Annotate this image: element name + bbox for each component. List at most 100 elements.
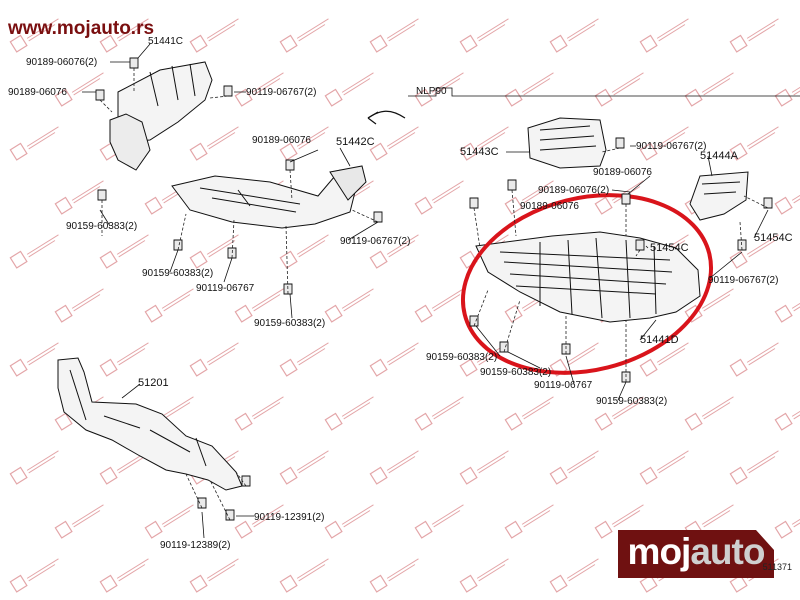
watermark-stamp xyxy=(9,126,59,161)
watermark-stamp xyxy=(774,396,800,431)
watermark-stamp xyxy=(9,234,59,269)
watermark-stamp xyxy=(369,18,419,53)
watermark-stamp xyxy=(234,288,284,323)
watermark-stamp xyxy=(459,450,509,485)
bolt-label: 90159-60383(2) xyxy=(254,318,326,329)
watermark-stamp xyxy=(189,558,239,593)
watermark-stamp xyxy=(729,342,779,377)
watermark-stamp xyxy=(279,18,329,53)
watermark-stamp xyxy=(324,72,374,107)
part-label-51441d: 51441D xyxy=(640,334,679,346)
watermark-stamp xyxy=(54,72,104,107)
site-url[interactable]: www.mojauto.rs xyxy=(8,18,155,39)
watermark-stamp xyxy=(774,504,800,539)
watermark-stamp xyxy=(234,504,284,539)
watermark-stamp xyxy=(684,396,734,431)
watermark-stamp xyxy=(9,342,59,377)
bolt-label: 90119-06767(2) xyxy=(708,275,779,286)
watermark-stamp xyxy=(54,504,104,539)
part-label-51442c: 51442C xyxy=(336,136,375,148)
watermark-stamp xyxy=(234,72,284,107)
watermark-stamp xyxy=(774,72,800,107)
watermark-stamp xyxy=(9,18,59,53)
highlight-ring xyxy=(460,193,714,375)
watermark-stamp xyxy=(594,504,644,539)
watermark-stamp xyxy=(369,342,419,377)
part-51201 xyxy=(57,357,243,491)
bolt-label: 90119-06767 xyxy=(196,283,255,294)
label-leaders xyxy=(82,43,769,539)
bolt-label: 90119-06767(2) xyxy=(340,236,411,247)
watermark-stamp xyxy=(639,450,689,485)
watermark-stamp xyxy=(459,126,509,161)
part-51443c xyxy=(527,117,607,169)
watermark-stamp xyxy=(189,342,239,377)
watermark-stamp xyxy=(324,504,374,539)
part-label-51454c: 51454C xyxy=(650,242,689,254)
watermark-stamp xyxy=(279,342,329,377)
watermark-stamp xyxy=(729,18,779,53)
watermark-stamp xyxy=(729,234,779,269)
bolt-label: 90189-06076(2) xyxy=(26,57,98,68)
bolt-label: 90119-12391(2) xyxy=(254,512,325,523)
bolt-label: 90189-06076 xyxy=(520,201,579,212)
watermark-stamp xyxy=(189,126,239,161)
watermark-stamp xyxy=(639,342,689,377)
logo-text-a: moj xyxy=(627,531,692,572)
watermark-stamp xyxy=(639,18,689,53)
watermark-stamp xyxy=(684,72,734,107)
group-label-nlp90: NLP90 xyxy=(416,86,447,97)
watermark-stamp xyxy=(459,558,509,593)
watermark-stamp xyxy=(729,126,779,161)
group-line-nlp90 xyxy=(408,87,800,97)
watermark-stamp xyxy=(54,288,104,323)
watermark-stamp xyxy=(279,234,329,269)
watermark-stamp xyxy=(774,288,800,323)
logo-backdrop xyxy=(618,530,774,578)
watermark-stamp xyxy=(144,288,194,323)
watermark-stamp xyxy=(594,396,644,431)
part-51441d xyxy=(475,231,701,323)
watermark-stamp xyxy=(99,558,149,593)
logo-text-b: auto xyxy=(690,531,765,572)
watermark-stamp xyxy=(9,450,59,485)
bolt-label: 90189-06076 xyxy=(252,135,311,146)
part-label-51441c: 51441C xyxy=(148,36,184,47)
part-label-51201: 51201 xyxy=(138,377,169,389)
watermark-stamp xyxy=(189,234,239,269)
part-label-51443c: 51443C xyxy=(460,146,499,158)
watermark-stamp xyxy=(369,126,419,161)
watermark-stamp xyxy=(504,180,554,215)
mojauto-logo: mojauto xyxy=(616,528,776,580)
watermark-stamp xyxy=(189,18,239,53)
watermark-stamp xyxy=(459,18,509,53)
bolt-label: 90189-06076 xyxy=(593,167,652,178)
bolt-label: 90189-06076(2) xyxy=(538,185,610,196)
watermark-stamp xyxy=(549,558,599,593)
watermark-stamp xyxy=(369,558,419,593)
part-label-51454c: 51454C xyxy=(754,232,793,244)
watermark-stamp xyxy=(504,396,554,431)
watermark-stamp xyxy=(234,396,284,431)
bolt-label: 90189-06076 xyxy=(8,87,67,98)
watermark-stamp xyxy=(594,72,644,107)
part-label-51444a: 51444A xyxy=(700,150,738,162)
part-51444a xyxy=(689,171,749,221)
watermark-stamp xyxy=(414,180,464,215)
part-51442c xyxy=(171,165,367,229)
diagram-code: 511371 xyxy=(762,562,792,572)
watermark-stamp xyxy=(324,396,374,431)
bolt-label: 90119-12389(2) xyxy=(160,540,231,551)
watermark-stamp xyxy=(504,504,554,539)
part-51441c xyxy=(109,61,213,171)
logo-text: mojauto xyxy=(616,531,776,573)
bolt-label: 90159-60383(2) xyxy=(596,396,668,407)
watermark-stamp xyxy=(414,288,464,323)
watermark-stamp xyxy=(729,450,779,485)
watermark-stamp xyxy=(774,180,800,215)
bolt-label: 90159-60383(2) xyxy=(66,221,138,232)
leader-lines xyxy=(99,68,769,521)
watermark-stamp xyxy=(144,504,194,539)
